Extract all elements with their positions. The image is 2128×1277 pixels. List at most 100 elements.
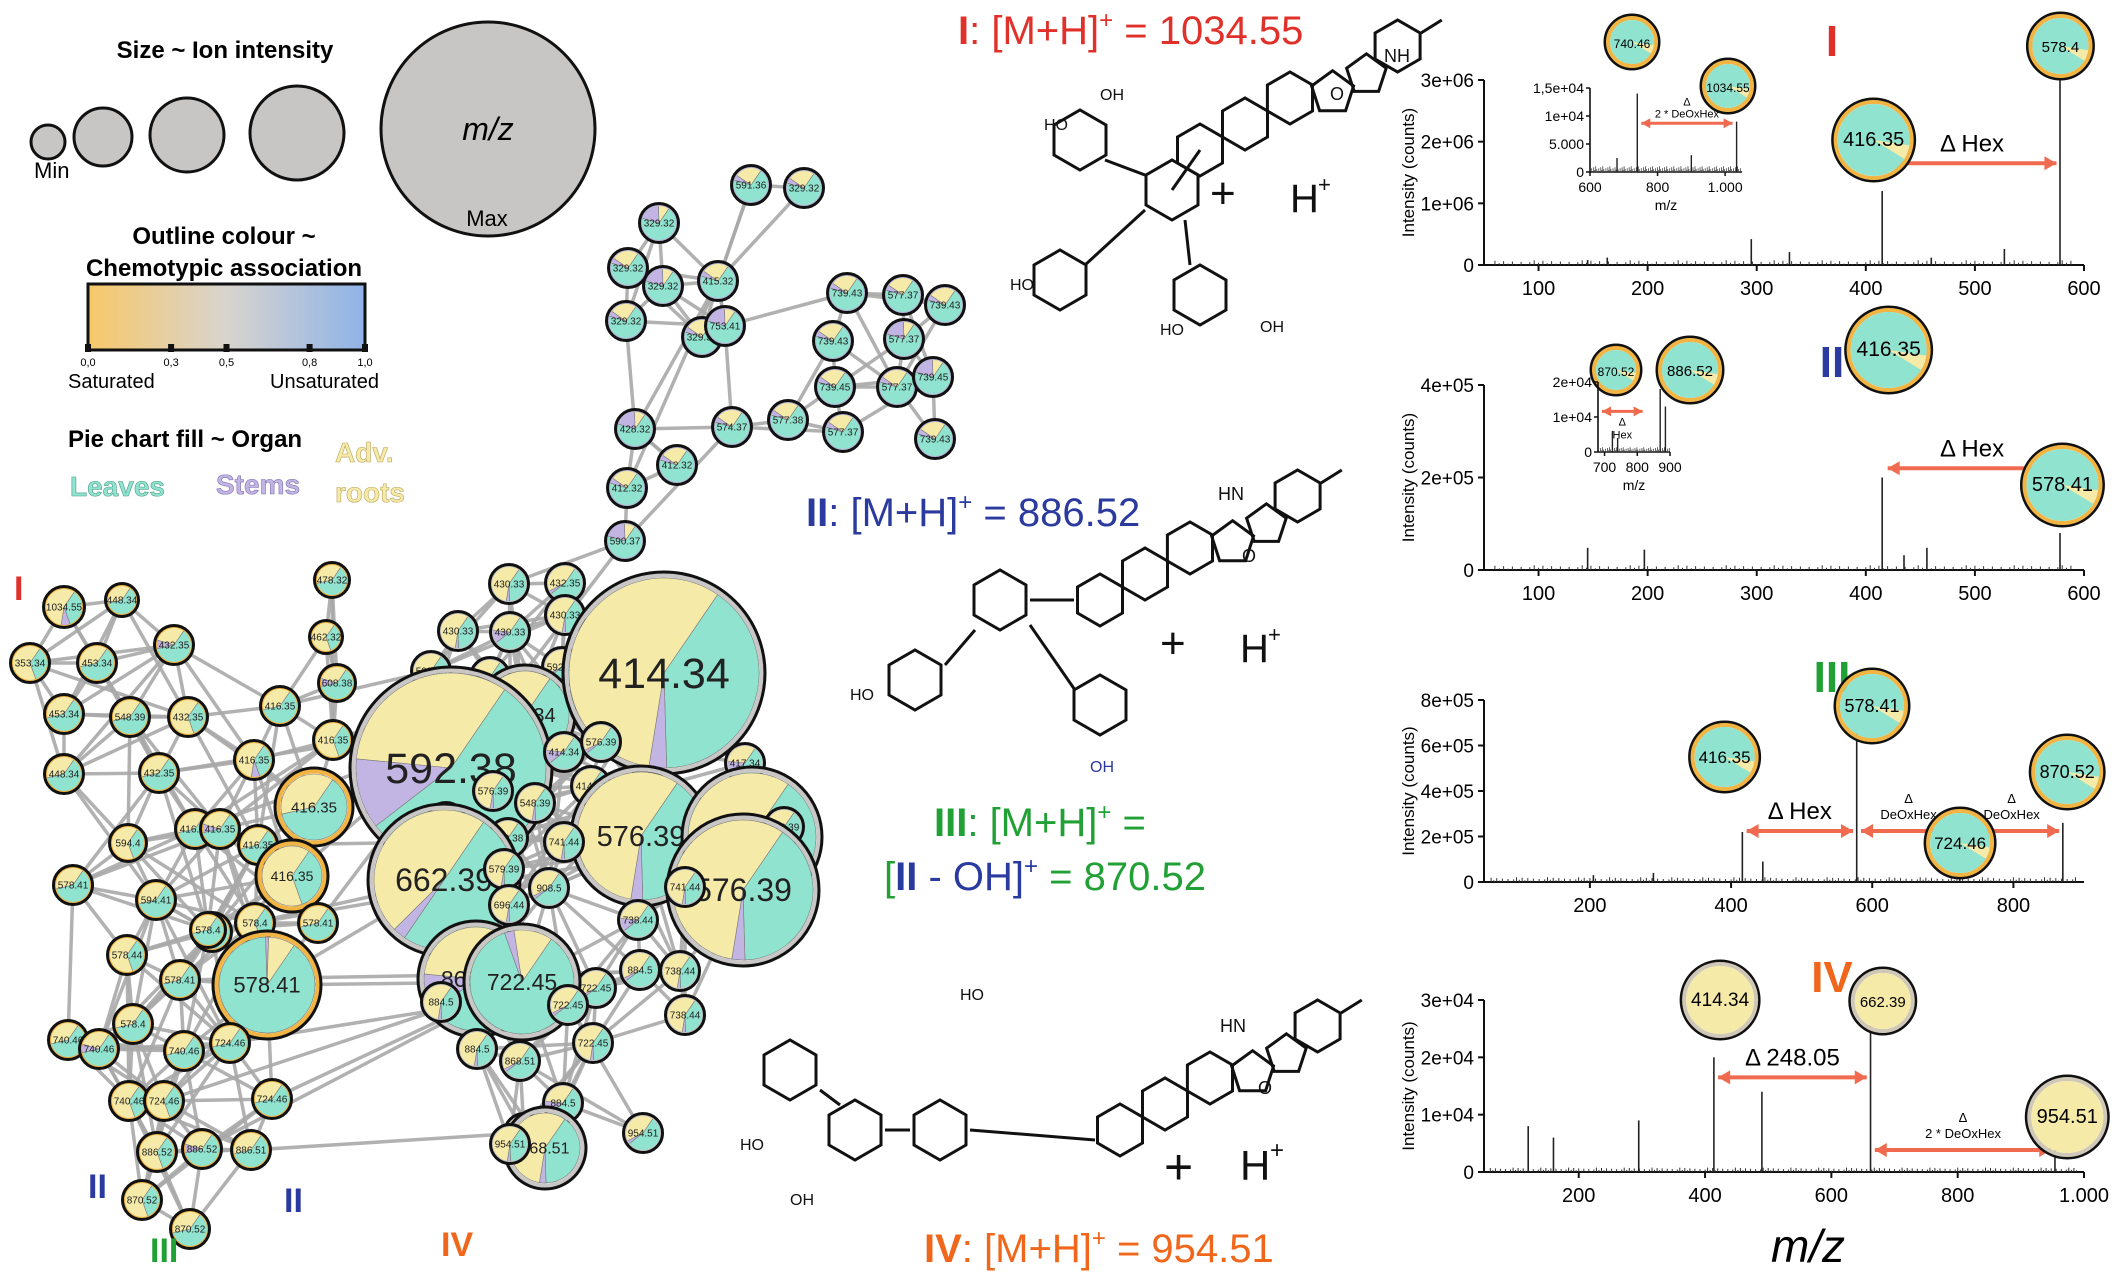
steroid-ring-c bbox=[1165, 520, 1214, 576]
node-outline bbox=[883, 318, 925, 360]
balloon-chemo-ring bbox=[2028, 14, 2093, 78]
node-label: 594.4 bbox=[115, 839, 140, 850]
x-tick-label: 400 bbox=[1688, 1185, 1721, 1207]
node-outline bbox=[812, 320, 854, 362]
network-node: 574.37 bbox=[711, 406, 753, 448]
node-label: 432.35 bbox=[173, 713, 204, 724]
balloon-chemo-ring bbox=[2031, 736, 2104, 808]
x-tick-label: 600 bbox=[1856, 895, 1889, 917]
node-outline bbox=[297, 902, 339, 944]
mass-difference-annotation: Δ 248.05 bbox=[1718, 1044, 1867, 1085]
ion-balloon: 662.39 bbox=[1848, 966, 1918, 1036]
inset-delta: Δ bbox=[1619, 416, 1627, 428]
ion-balloon: 416.35 bbox=[1831, 97, 1917, 183]
node-label: 428.32 bbox=[620, 425, 651, 436]
sugar-ring bbox=[1144, 158, 1200, 222]
network-edge bbox=[63, 643, 175, 716]
ion-balloon: 416.35 bbox=[1688, 720, 1762, 794]
colorbar-tick-label: 0,3 bbox=[163, 357, 178, 369]
node-outline bbox=[437, 610, 479, 652]
label-O: O bbox=[1258, 1078, 1272, 1098]
colorbar-tick bbox=[85, 344, 91, 352]
balloon-label: 578.41 bbox=[1844, 696, 1899, 716]
pie-slice bbox=[291, 850, 323, 905]
node-outline bbox=[42, 585, 86, 629]
node-label: 739.43 bbox=[818, 337, 849, 348]
balloon-outline bbox=[1923, 806, 1997, 880]
node-label: 741.44 bbox=[549, 838, 580, 849]
node-outline bbox=[121, 1179, 163, 1221]
x-tick-label: 400 bbox=[1849, 583, 1882, 605]
arrow-head bbox=[1840, 824, 1853, 839]
pie-slice bbox=[261, 845, 310, 907]
network-node: 414.34 bbox=[543, 731, 585, 773]
network-edge bbox=[256, 705, 282, 846]
delta-symbol: Δ bbox=[2007, 791, 2016, 806]
network-node: 886.52 bbox=[181, 1128, 223, 1170]
h-plus-sup: + bbox=[1318, 172, 1331, 197]
glycosidic-bond bbox=[1170, 149, 1202, 191]
h-plus: H bbox=[1290, 177, 1319, 221]
node-label: 884.5 bbox=[550, 1099, 575, 1110]
x-tick-label: 400 bbox=[1714, 895, 1747, 917]
node-outline bbox=[783, 167, 825, 209]
label-HN: HN bbox=[1220, 1016, 1246, 1036]
network-node: 740.46 bbox=[78, 1028, 120, 1070]
balloon-chemo-ring bbox=[1606, 16, 1658, 68]
x-tick-label: 500 bbox=[1958, 278, 1991, 300]
label-NH: NH bbox=[1384, 46, 1410, 66]
node-outline bbox=[456, 1028, 498, 1070]
balloon-roots-slice bbox=[2062, 485, 2099, 504]
node-label: 577.38 bbox=[773, 416, 804, 427]
h-plus: H bbox=[1240, 627, 1269, 671]
ion-balloon: 416.35 bbox=[1844, 305, 1934, 395]
node-outline bbox=[135, 879, 177, 921]
inset-x-tick-label: 600 bbox=[1578, 179, 1602, 195]
network-node: 722.45 bbox=[572, 1022, 614, 1064]
y-axis-label: Intensity (counts) bbox=[1399, 1021, 1418, 1150]
steroid-ring-b bbox=[1221, 96, 1269, 152]
node-label: 329.32 bbox=[687, 333, 718, 344]
mass-difference-annotation: Δ Hex bbox=[1746, 798, 1853, 839]
piperidine-ring bbox=[1373, 18, 1422, 74]
node-outline bbox=[664, 866, 706, 908]
balloon-chemo-ring bbox=[1926, 809, 1995, 877]
node-outline bbox=[167, 696, 209, 738]
panel-label: I bbox=[1826, 17, 1838, 66]
spectra-xlabel: m/z bbox=[1771, 1220, 1845, 1272]
balloon-roots-slice bbox=[2060, 46, 2089, 61]
node-outline bbox=[617, 899, 659, 941]
inset-delta-text: Hex bbox=[1613, 429, 1633, 441]
node-label: 884.5 bbox=[627, 966, 652, 977]
balloon-outline bbox=[1589, 343, 1643, 397]
ion-balloon: 740.46 bbox=[1603, 13, 1661, 71]
node-label: 329.32 bbox=[648, 282, 679, 293]
sugar-ring bbox=[972, 568, 1028, 632]
node-label: 416.35 bbox=[205, 825, 236, 836]
compound-IV-prefix: IV bbox=[924, 1227, 962, 1271]
node-label: 577.37 bbox=[828, 428, 859, 439]
node-label: 578.44 bbox=[112, 951, 143, 962]
balloon-chemo-ring bbox=[2022, 445, 2103, 525]
inset-x-label: m/z bbox=[1623, 477, 1646, 493]
inset-delta: Δ bbox=[1683, 96, 1691, 108]
steroid-ring-a bbox=[1096, 1102, 1144, 1158]
compound-I-prefix: I bbox=[958, 9, 969, 53]
size-scale: Min Max m/z bbox=[29, 20, 597, 238]
chemotype-colorbar bbox=[86, 282, 367, 352]
balloon-roots-slice bbox=[1720, 1000, 1754, 1018]
y-tick-label: 1e+06 bbox=[1421, 194, 1474, 215]
node-outline bbox=[313, 561, 351, 599]
network-node: 741.44 bbox=[543, 821, 585, 863]
balloon-chemo-ring bbox=[1702, 60, 1754, 112]
colorbar-tick-label: 0,0 bbox=[80, 357, 95, 369]
glycosidic-bond bbox=[1183, 219, 1192, 266]
pie-slice bbox=[373, 809, 484, 930]
node-label: 724.46 bbox=[149, 1097, 180, 1108]
node-outline bbox=[251, 1078, 293, 1120]
network-node: 416.35 bbox=[259, 685, 301, 727]
network-node: 577.37 bbox=[876, 366, 918, 408]
network-node: 428.32 bbox=[614, 408, 656, 450]
node-label: 576.39 bbox=[478, 787, 509, 798]
